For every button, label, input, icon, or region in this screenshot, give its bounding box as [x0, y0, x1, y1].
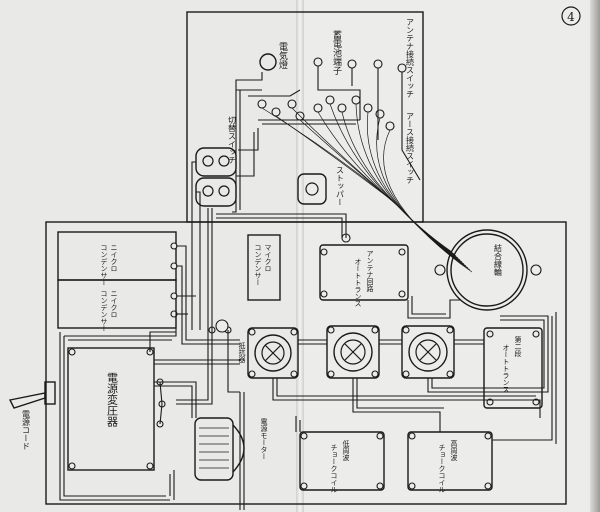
choke-coil-left: [299, 431, 385, 491]
label-coil-l-b: チョークコイル: [330, 444, 338, 493]
stopper-plate: [297, 173, 327, 205]
label-coil-r-a: 高周波: [450, 439, 458, 462]
book-gutter: [296, 0, 304, 512]
coupling-coil-inner: [450, 233, 524, 307]
label-condenser1-b: コンデンサー: [100, 244, 108, 286]
label-change-switch: 切替スイッチ: [228, 116, 237, 164]
label-power-cord: 電源コード: [22, 410, 31, 450]
label-mica-a: マイクロ: [264, 244, 272, 272]
earth-switch-plate: [195, 177, 237, 207]
label-coil-r-b: チョークコイル: [438, 444, 446, 493]
motor-body: [194, 417, 234, 481]
label-motor: 電源モーター: [260, 418, 268, 460]
tube-1: [254, 334, 292, 372]
label-antenna-switch: アンテナ接続スイッチ: [406, 18, 415, 98]
tube-2: [333, 332, 373, 372]
motor-dome: [232, 424, 245, 473]
page-number-circle: [561, 6, 581, 26]
label-mica-b: コンデンサー: [254, 244, 262, 286]
coupling-coil-outer: [446, 229, 528, 311]
label-light: 電気燈: [277, 42, 288, 70]
power-cord-plug: [8, 392, 46, 409]
label-condenser2-b: コンデンサー: [100, 290, 108, 332]
power-transformer-box: [67, 347, 155, 471]
label-condenser1-a: ニイクロ: [110, 244, 118, 272]
page-edge: [590, 0, 600, 512]
det-transformer-box: [483, 327, 543, 409]
label-det-transformer-b: オートトランス: [502, 344, 510, 393]
label-transformer-b: オートトランス: [354, 258, 362, 307]
main-panel-frame: [45, 221, 567, 505]
label-condenser2-a: ニイクロ: [110, 290, 118, 318]
wires: [59, 66, 557, 510]
condenser-box-2: [57, 279, 177, 329]
mica-condenser-box: [247, 234, 281, 301]
label-rheostat: 抵抗器: [238, 341, 246, 364]
coil-leads: [261, 103, 473, 273]
label-coupling-coil: 結合線輪: [494, 243, 503, 277]
page-number: 4: [567, 10, 575, 24]
tube-3: [408, 332, 448, 372]
aerial-transformer-box: [319, 244, 409, 301]
lamp-bulb: [259, 53, 277, 71]
label-coil-l-a: 低周波: [342, 439, 350, 462]
label-batt-terminal: 蓄電池端子: [331, 29, 342, 75]
label-power-transformer: 電源変圧器: [106, 372, 119, 428]
left-page: [0, 0, 300, 512]
label-earth-switch: アース接続スイッチ: [406, 112, 415, 184]
choke-coil-right: [407, 431, 493, 491]
label-stopper: ストッパー: [336, 166, 345, 206]
label-transformer-a: アンテナ回路: [366, 250, 374, 293]
terminal-posts: [68, 57, 542, 490]
label-det-transformer-a: 第二段: [514, 335, 522, 358]
